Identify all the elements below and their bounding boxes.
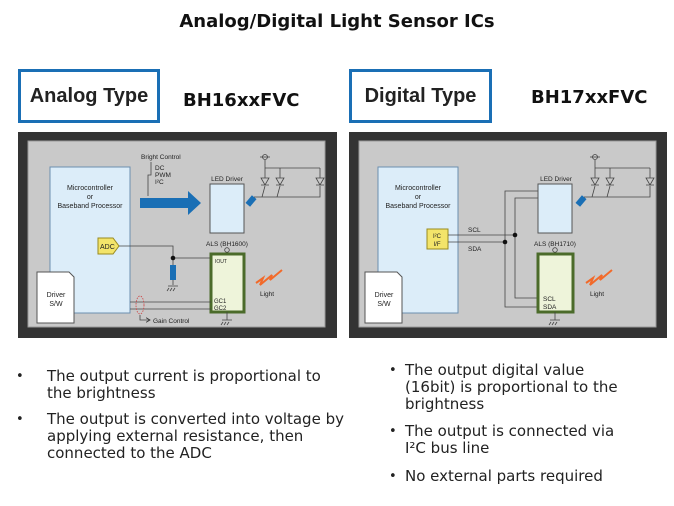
light-label: Light	[260, 291, 274, 298]
diagram-label: IOUT	[215, 259, 227, 265]
diagram-label: SCL	[543, 296, 556, 303]
driver-label: S/W	[49, 301, 63, 308]
mcu-label: Microcontroller	[67, 185, 114, 192]
digital-diagram: Microcontroller or Baseband Processor Dr…	[349, 132, 667, 338]
digital-bullet: •The output is connected via I²C bus lin…	[389, 422, 615, 457]
arrow-icon	[140, 191, 201, 215]
analog-part-number: BH16xxFVC	[183, 90, 300, 111]
diagram-label: SDA	[468, 246, 482, 253]
diagram-label: I²C	[155, 179, 164, 186]
als-label: ALS (BH1600)	[206, 241, 248, 248]
digital-type-label: Digital Type	[349, 69, 492, 123]
adc-block	[97, 237, 120, 255]
analog-bullet: •The output current is proportional to t…	[16, 367, 321, 402]
diagram-label: Microcontroller	[395, 185, 442, 192]
light-icon	[255, 269, 283, 286]
diagram-label: I/F	[434, 242, 441, 248]
mcu-label: Baseband Processor	[58, 203, 124, 210]
page-title: Analog/Digital Light Sensor ICs	[179, 11, 495, 32]
diagram-label: DC	[155, 165, 165, 172]
bright-control-label: Bright Control	[141, 154, 181, 161]
diagram-label: S/W	[377, 301, 391, 308]
diagram-label: Baseband Processor	[386, 203, 452, 210]
diagram-label: SDA	[543, 304, 557, 311]
led-chain	[254, 154, 325, 198]
led-driver-box	[209, 183, 245, 234]
driver-label: Driver	[47, 292, 66, 299]
diagram-label: LED Driver	[540, 176, 573, 183]
mcu-label: or	[87, 194, 94, 201]
diagram-label: I²C	[433, 234, 442, 240]
analog-bullet: •The output is converted into voltage by…	[16, 410, 344, 462]
diagram-label: GC1	[214, 299, 227, 305]
digital-bullet: •The output digital value (16bit) is pro…	[389, 361, 618, 413]
document-icon	[364, 271, 403, 324]
diagram-label: Light	[590, 291, 604, 298]
adc-label: ADC	[100, 244, 115, 251]
diagram-label: GC2	[214, 306, 227, 312]
document-icon	[36, 271, 75, 324]
led-chain	[584, 154, 655, 198]
als-box	[536, 252, 575, 314]
resistor	[170, 265, 176, 280]
i2c-block	[426, 228, 449, 250]
analog-type-label: Analog Type	[18, 69, 160, 123]
digital-bullet: •No external parts required	[389, 467, 603, 485]
led-driver-label: LED Driver	[211, 176, 244, 183]
diagram-label: PWM	[155, 172, 171, 179]
als-box	[209, 252, 246, 314]
led-icon	[575, 195, 587, 207]
diagram-label: Driver	[375, 292, 394, 299]
led-icon	[245, 195, 257, 207]
diagram-label: ALS (BH1710)	[534, 241, 576, 248]
led-driver-box	[537, 183, 573, 234]
analog-diagram: Microcontroller or Baseband Processor Dr…	[18, 132, 337, 338]
diagram-label: or	[415, 194, 422, 201]
gain-control-label: Gain Control	[153, 318, 190, 325]
diagram-label: SCL	[468, 227, 481, 234]
light-icon	[585, 269, 613, 286]
digital-part-number: BH17xxFVC	[531, 87, 648, 108]
